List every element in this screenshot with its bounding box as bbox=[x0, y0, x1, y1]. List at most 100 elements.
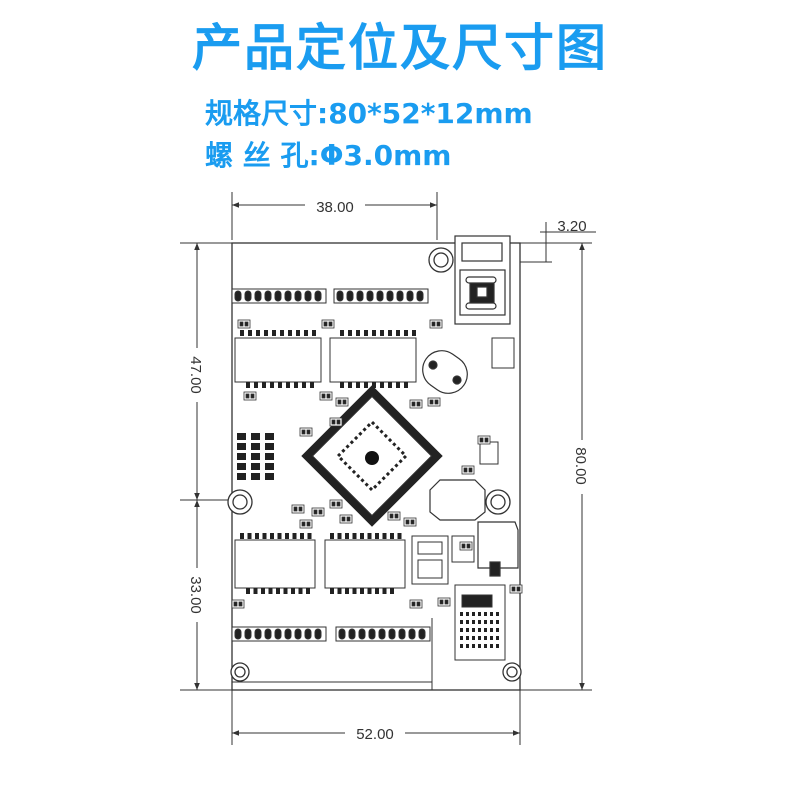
terminal-pin bbox=[284, 628, 292, 640]
ic-pin bbox=[283, 588, 288, 594]
smd-pad bbox=[326, 393, 331, 399]
ic-pin bbox=[397, 533, 402, 539]
ic-pin bbox=[292, 533, 297, 539]
ic-pin bbox=[382, 588, 387, 594]
module-pad bbox=[472, 628, 475, 632]
ic-pin bbox=[310, 382, 314, 388]
dip-pad bbox=[251, 463, 260, 470]
ic-pin bbox=[356, 382, 360, 388]
dim-left-lower: 33.00 bbox=[187, 576, 204, 614]
terminal-pin bbox=[396, 290, 404, 302]
module-pad bbox=[484, 644, 487, 648]
terminal-pin bbox=[284, 290, 292, 302]
smd-pad bbox=[411, 401, 416, 407]
terminal-pin bbox=[304, 628, 312, 640]
smd-parts bbox=[231, 319, 523, 609]
smd-pad bbox=[341, 516, 346, 522]
dip-pad bbox=[265, 453, 274, 460]
ic-pin bbox=[278, 382, 282, 388]
ic-pin bbox=[255, 533, 259, 539]
capacitor-icon bbox=[429, 479, 486, 521]
smd-component bbox=[339, 514, 353, 524]
smd-component bbox=[409, 399, 423, 409]
terminal-pin bbox=[264, 290, 272, 302]
ic-pin bbox=[352, 588, 357, 594]
module-pad bbox=[484, 636, 487, 640]
ic-pin bbox=[348, 382, 352, 388]
ic-pin bbox=[270, 533, 274, 539]
smd-pad bbox=[337, 399, 342, 405]
smd-pad bbox=[238, 601, 243, 607]
module-pad bbox=[466, 644, 469, 648]
ic-pins bbox=[240, 330, 416, 594]
ic-pin bbox=[345, 533, 349, 539]
ic-pin bbox=[360, 533, 364, 539]
smd-pad bbox=[511, 586, 516, 592]
smd-pad bbox=[306, 521, 311, 527]
terminal-pin bbox=[264, 628, 272, 640]
smd-pad bbox=[410, 519, 415, 525]
terminal-pin bbox=[314, 628, 322, 640]
smd-pad bbox=[436, 321, 441, 327]
dip-pad bbox=[265, 463, 274, 470]
smd-component bbox=[319, 391, 333, 401]
dip-pad bbox=[237, 473, 246, 480]
module-pad bbox=[466, 628, 469, 632]
dip-pad bbox=[265, 433, 274, 440]
dim-right-height: 80.00 bbox=[572, 447, 589, 485]
ic-pin bbox=[412, 330, 416, 336]
ic-pin bbox=[248, 330, 252, 336]
smd-pad bbox=[429, 399, 434, 405]
module-pad bbox=[472, 636, 475, 640]
regulator-icon bbox=[477, 521, 519, 577]
smd-pad bbox=[298, 506, 303, 512]
dip-pad bbox=[237, 453, 246, 460]
smd-component bbox=[299, 427, 313, 437]
ic-pin bbox=[261, 588, 265, 594]
ic-pin bbox=[246, 382, 250, 388]
smd-component bbox=[509, 584, 523, 594]
page-title: 产品定位及尺寸图 bbox=[192, 19, 608, 77]
ic-pin bbox=[247, 533, 252, 539]
ic-pin bbox=[390, 588, 394, 594]
dim-top-width: 38.00 bbox=[316, 199, 354, 216]
ic-pin bbox=[330, 533, 334, 539]
smd-pad bbox=[484, 437, 489, 443]
module-pad bbox=[484, 612, 487, 616]
dip-pads bbox=[237, 433, 274, 480]
module-pad bbox=[484, 620, 487, 624]
module-pad bbox=[460, 620, 463, 624]
terminal-pin bbox=[356, 290, 364, 302]
ic-pin bbox=[375, 533, 379, 539]
ic-pin bbox=[296, 330, 300, 336]
module-pad bbox=[466, 620, 469, 624]
smd-component bbox=[243, 391, 257, 401]
ic-pin bbox=[380, 382, 384, 388]
ic-pin bbox=[286, 382, 290, 388]
ic-pin bbox=[291, 588, 295, 594]
terminal-pin bbox=[338, 628, 346, 640]
terminal-pin bbox=[366, 290, 374, 302]
smd-pad bbox=[336, 419, 341, 425]
ic-pin bbox=[340, 330, 344, 336]
module-pad bbox=[478, 628, 481, 632]
smd-component bbox=[409, 599, 423, 609]
smd-pad bbox=[293, 506, 298, 512]
ic-pin bbox=[304, 330, 308, 336]
smd-pad bbox=[434, 399, 439, 405]
smd-pad bbox=[239, 321, 244, 327]
smd-component bbox=[403, 517, 417, 527]
dip-pad bbox=[237, 463, 246, 470]
spec-size: 规格尺寸:80*52*12mm bbox=[205, 92, 533, 132]
spec-size-value: 80*52*12mm bbox=[328, 97, 533, 130]
ic-pin bbox=[364, 382, 368, 388]
terminal-pin bbox=[386, 290, 394, 302]
smd-component bbox=[335, 397, 349, 407]
terminal-pin bbox=[244, 628, 252, 640]
ic-pin bbox=[262, 533, 267, 539]
switch-blocks bbox=[411, 337, 515, 585]
module-pad bbox=[496, 628, 499, 632]
ic-pin bbox=[254, 382, 258, 388]
ic-pin bbox=[337, 533, 342, 539]
